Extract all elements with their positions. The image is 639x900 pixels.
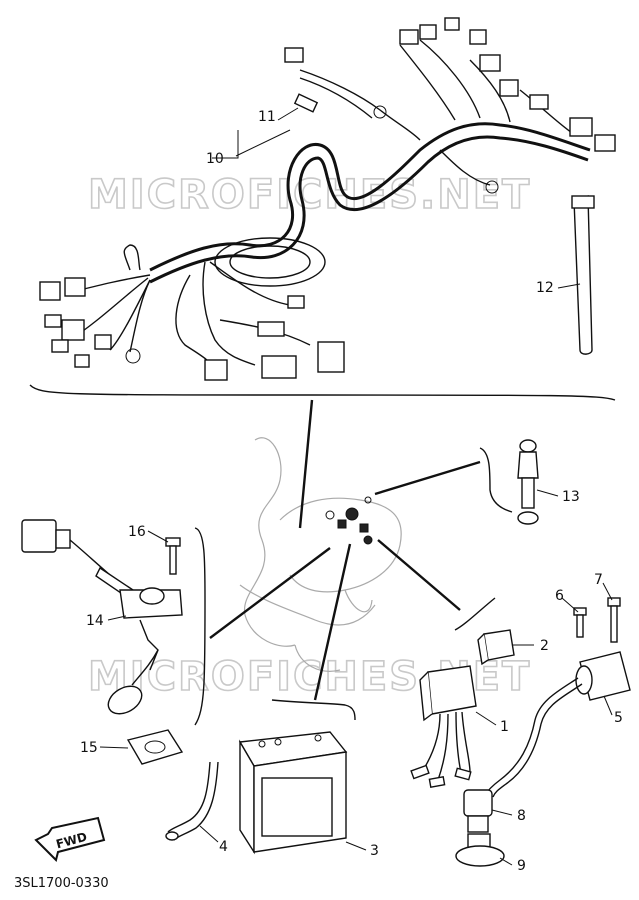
sensor-switch-assembly: [21, 519, 183, 715]
leader-lines: [99, 107, 613, 866]
callout-15: 15: [80, 740, 98, 756]
bolt-part: [165, 537, 181, 575]
screw-6-part: [573, 607, 587, 638]
callout-1: 1: [500, 719, 509, 735]
callout-13: 13: [562, 489, 580, 505]
callout-11: 11: [258, 109, 276, 125]
harness-group-bracket: [29, 384, 616, 401]
spark-plug-cover-part: [455, 833, 505, 867]
ignition-coil-part: [484, 651, 631, 798]
callout-6: 6: [555, 588, 564, 604]
motorcycle-frame-outline: [239, 437, 402, 672]
callout-5: 5: [614, 710, 623, 726]
wire-harness: [39, 17, 616, 381]
bracket-14: [194, 527, 206, 726]
callout-2: 2: [540, 638, 549, 654]
gasket-part: [126, 729, 184, 765]
callout-16: 16: [128, 524, 146, 540]
plug-cap-part: [517, 439, 539, 525]
breather-hose-part: [165, 761, 219, 841]
cdi-unit-part: [410, 665, 477, 788]
callout-7: 7: [594, 572, 603, 588]
cable-tie-part: [571, 195, 595, 355]
screw-7-part: [607, 597, 621, 643]
callout-10: 10: [206, 151, 224, 167]
forward-direction-indicator: FWD: [34, 816, 106, 862]
bracket-3: [271, 699, 356, 721]
location-arrows: [209, 399, 481, 701]
callout-4: 4: [219, 839, 228, 855]
part-code-label: 3SL1700-0330: [14, 876, 109, 891]
bracket-1: [454, 597, 496, 631]
spark-plug-cap-part: [463, 789, 493, 833]
callout-12: 12: [536, 280, 554, 296]
fuse-part: [293, 93, 319, 113]
callout-3: 3: [370, 843, 379, 859]
relay-part: [477, 629, 515, 666]
callout-8: 8: [517, 808, 526, 824]
bracket-13: [479, 447, 513, 513]
callout-9: 9: [517, 858, 526, 874]
watermark-top: MICROFICHES.NET: [88, 172, 531, 218]
frame-mounting-cluster: [325, 496, 373, 545]
battery-part: [238, 731, 348, 855]
callout-14: 14: [86, 613, 104, 629]
